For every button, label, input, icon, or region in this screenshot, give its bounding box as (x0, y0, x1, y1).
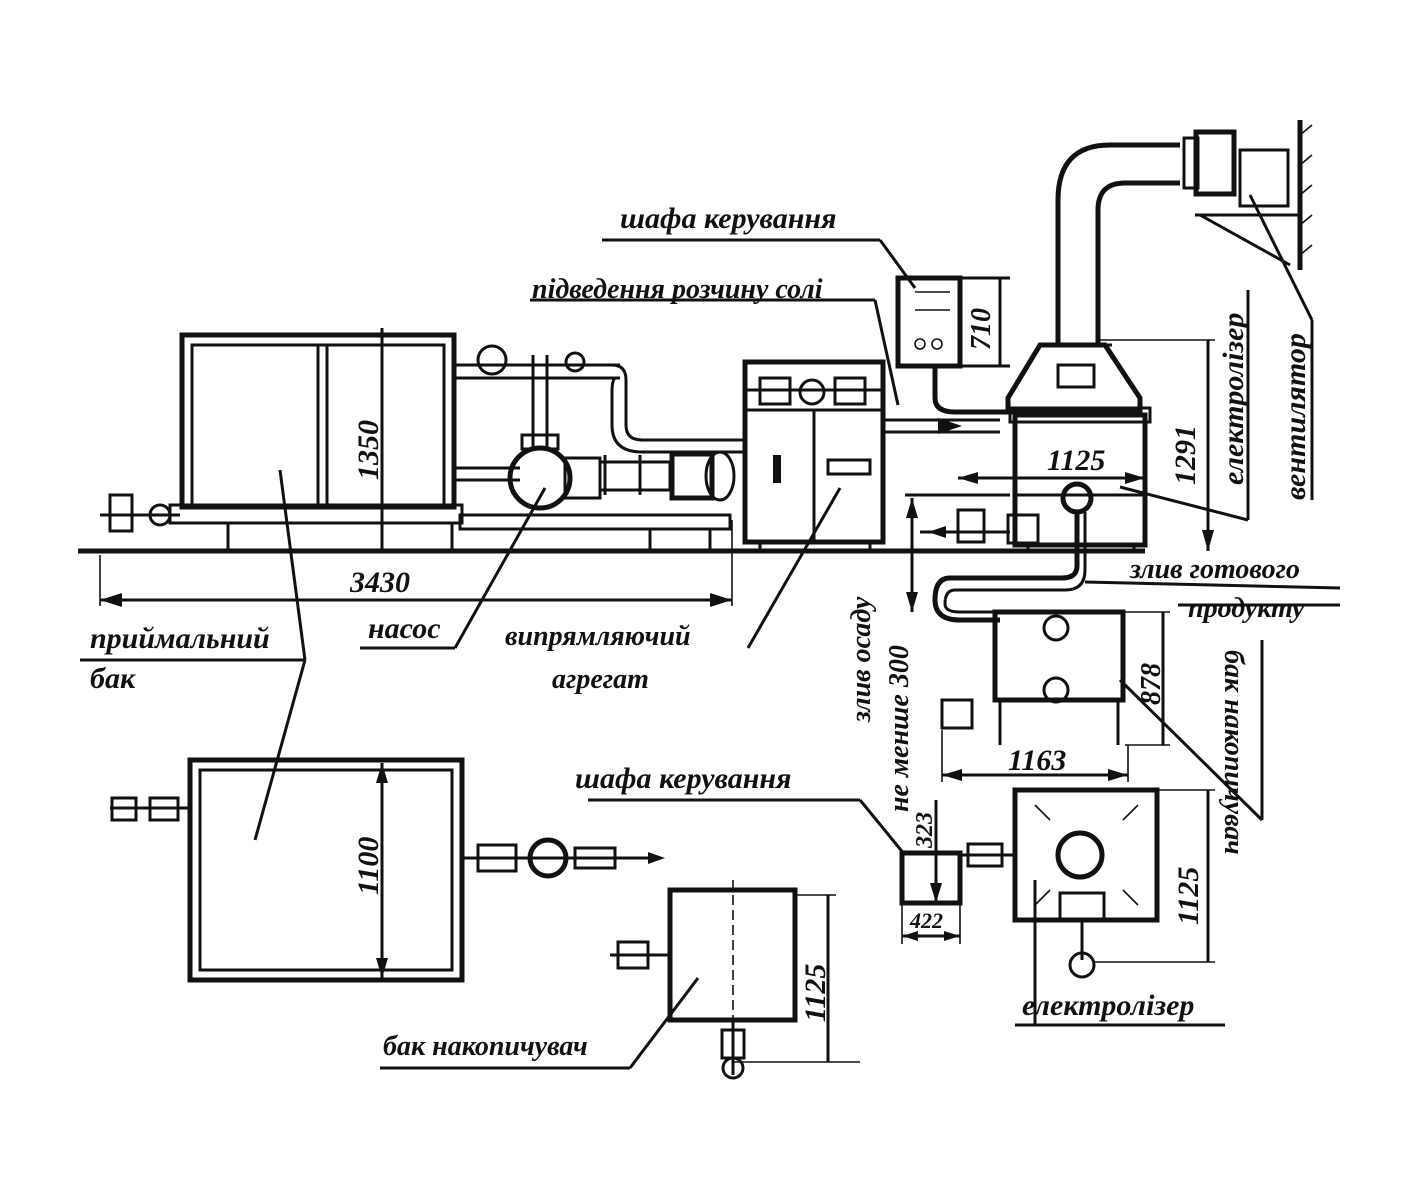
exhaust-duct (1040, 142, 1180, 347)
dim-electrolyzer-height: 1291 (1169, 425, 1202, 485)
label-sediment-drain: злив осаду (846, 596, 877, 723)
rectifier-unit (742, 359, 886, 551)
dim-electrolyzer-plan-size: 1125 (1172, 867, 1205, 925)
electrolyzer-plan (960, 787, 1160, 979)
side-view (78, 120, 1313, 745)
receiving-tank-side (100, 332, 464, 551)
label-finished-drain-2: продукту (1188, 593, 1305, 624)
label-pump: насос (368, 612, 441, 645)
dim-overall-length: 3430 (349, 566, 410, 599)
sediment-drain-fittings (905, 493, 1010, 544)
label-salt-supply: підведення розчину солі (532, 274, 823, 305)
side-view-dimensions (80, 194, 1341, 1070)
plan-view (110, 757, 1160, 1080)
label-electrolyzer-plan: електролізер (1022, 989, 1194, 1022)
label-control-cabinet-top: шафа керування (620, 202, 836, 235)
label-rectifier-2: агрегат (552, 664, 649, 695)
dim-cabinet-height: 710 (966, 308, 997, 350)
dim-receiving-tank-height: 1350 (352, 420, 385, 480)
label-electrolyzer-side: електролізер (1217, 313, 1250, 485)
plan-view-dimensions (376, 763, 1215, 1063)
label-finished-drain-1: злив готового (1129, 554, 1300, 585)
label-rectifier-1: випрямляючий (505, 621, 691, 652)
label-control-cabinet-plan: шафа керування (575, 762, 791, 795)
dim-storage-tank-height: 878 (1136, 663, 1167, 705)
fan-unit (1182, 120, 1313, 270)
label-storage-tank-side: бак накопичувач (1218, 650, 1249, 855)
dim-receiving-tank-plan-width: 1100 (352, 837, 385, 895)
dim-electrolyzer-width: 1125 (1047, 444, 1105, 477)
label-fan: вентилятор (1279, 333, 1312, 500)
dim-storage-tank-width: 1163 (1008, 744, 1066, 777)
storage-tank-plan (610, 880, 798, 1080)
pump-unit (452, 344, 745, 553)
receiving-tank-plan (110, 757, 665, 983)
control-cabinet-plan (899, 850, 963, 906)
dim-cabinet-plan-width: 422 (909, 908, 943, 933)
finished-product-pipe (932, 512, 1080, 623)
label-min-clearance: не менше 300 (884, 645, 915, 812)
dim-cabinet-plan-depth: 323 (912, 812, 938, 849)
storage-tank-side (940, 609, 1126, 745)
label-storage-tank-plan: бак накопичувач (383, 1031, 588, 1062)
label-receiving-tank-2: бак (90, 662, 136, 695)
salt-supply-pipe (883, 366, 1030, 434)
label-receiving-tank-1: приймальний (90, 622, 270, 655)
dim-storage-tank-plan-size: 1125 (799, 964, 832, 1022)
